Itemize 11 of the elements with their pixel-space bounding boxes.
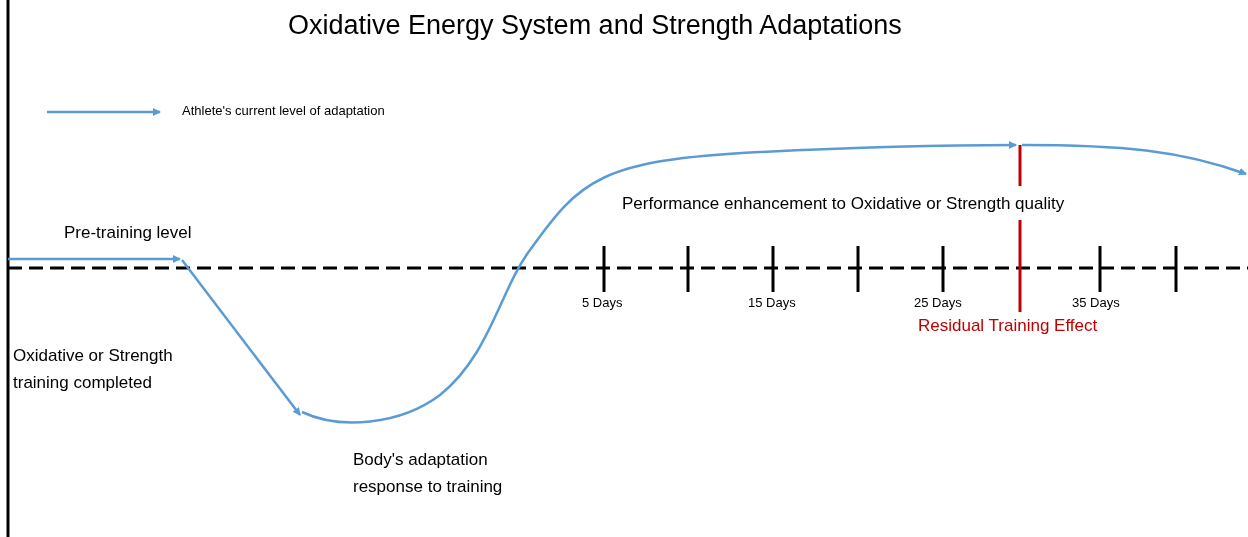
annotation-text: Oxidative or Strength training completed [13, 345, 174, 394]
curve-label: Pre-training level [64, 223, 192, 243]
tick-label: 25 Days [914, 295, 962, 310]
curve-label: Performance enhancement to Oxidative or Strength quality [622, 194, 1065, 214]
tick-label: 5 Days [582, 295, 623, 310]
legend-label: Athlete's current level of adaptation [182, 103, 385, 118]
tick-label: 15 Days [748, 295, 796, 310]
annotation-text: Body's adaptation response to training [353, 449, 504, 498]
tick-label: 35 Days [1072, 295, 1120, 310]
marker-label: Residual Training Effect [918, 316, 1098, 336]
chart-title: Oxidative Energy System and Strength Adaptations [288, 10, 902, 41]
